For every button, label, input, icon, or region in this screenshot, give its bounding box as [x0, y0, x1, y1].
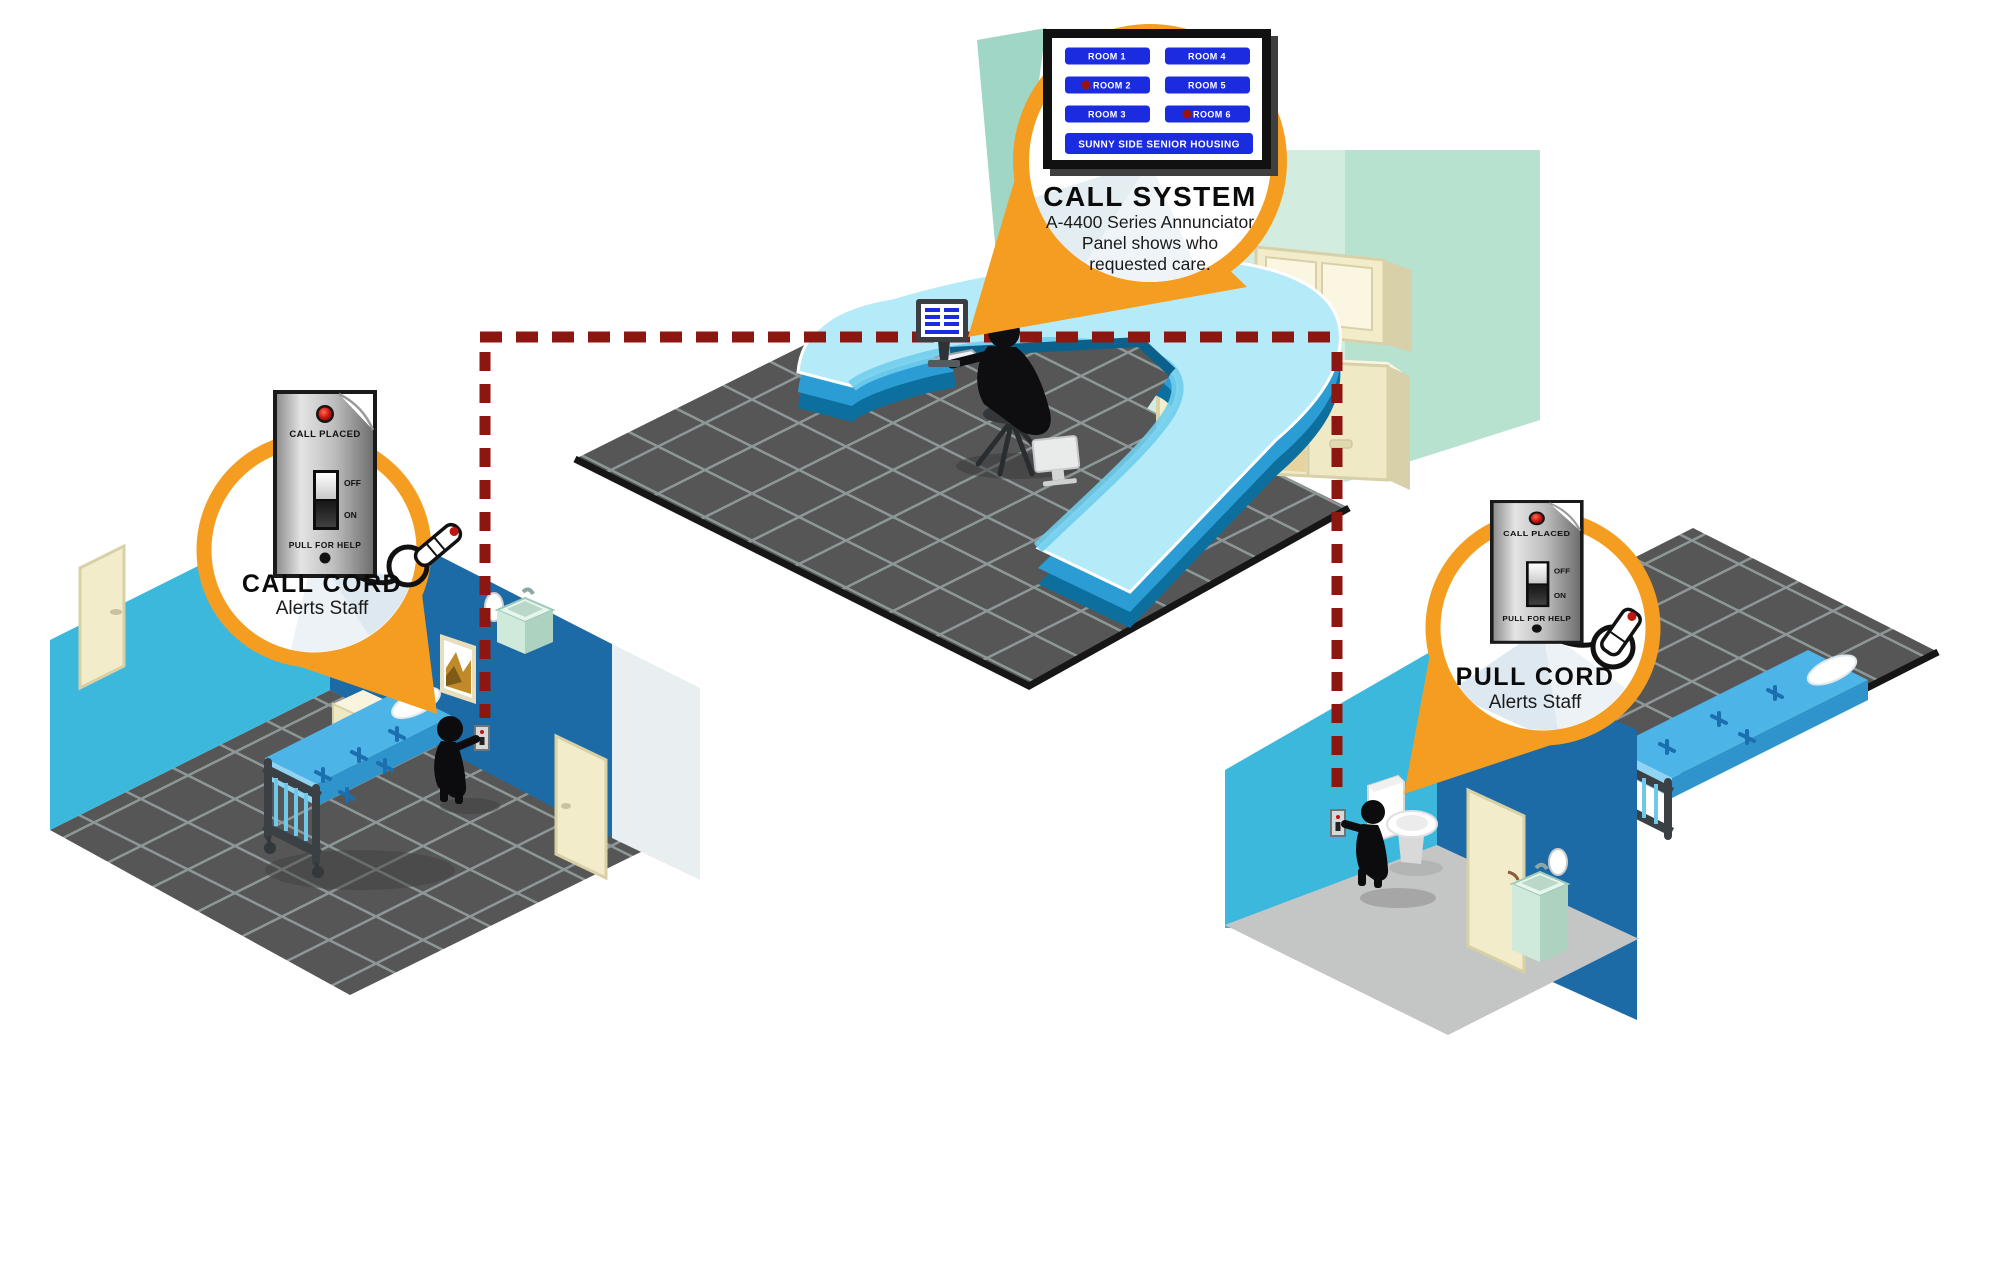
- call-cord-title: CALL CORD: [242, 570, 402, 598]
- room-5-button: [1165, 76, 1250, 94]
- cord-handle: [1600, 607, 1642, 657]
- call-cord-subtitle: Alerts Staff: [276, 598, 369, 619]
- person-shadow: [1360, 888, 1436, 908]
- reception-workstation: [916, 299, 1081, 487]
- room-4-label: ROOM 4: [1188, 52, 1226, 62]
- pull-station-led: [1336, 815, 1340, 819]
- pull-cord-callout: CALL PLACED OFF ON PULL FOR HELP PULL CO…: [1425, 500, 1661, 746]
- toilet: [1367, 774, 1443, 876]
- door-handle: [1507, 870, 1520, 881]
- room-2-label: ROOM 2: [1093, 81, 1131, 91]
- call-indicator-room-6: [1182, 109, 1192, 119]
- person-arm: [451, 735, 480, 752]
- wall-painting: [440, 634, 476, 704]
- toggle-switch: [1526, 561, 1550, 608]
- call-system-title: CALL SYSTEM: [1043, 181, 1257, 212]
- pull-for-help-label: PULL FOR HELP: [289, 540, 362, 550]
- floor-trim: [573, 455, 1351, 690]
- bedroom-door-right: [554, 733, 608, 881]
- cord-handle: [413, 522, 463, 568]
- room-4-button: [1165, 47, 1250, 65]
- toggle-switch: [313, 470, 339, 530]
- bathroom-person: [1341, 800, 1436, 908]
- call-system-line3: requested care.: [1089, 254, 1211, 274]
- bathroom-door: [1466, 787, 1526, 975]
- call-system-line2: Panel shows who: [1082, 233, 1218, 253]
- plate-corner-curl: [339, 394, 373, 430]
- person-head: [1361, 800, 1385, 824]
- blanket-stitches: [314, 726, 406, 803]
- room-1-label: ROOM 1: [1088, 52, 1126, 62]
- room-1-button: [1065, 47, 1150, 65]
- person-shadow: [440, 798, 500, 814]
- mirror: [1548, 848, 1568, 876]
- callout-decoration: [1448, 628, 1642, 730]
- annunciator-panel: ROOM 1 ROOM 2 ROOM 3 ROOM 4 ROOM 5 ROOM …: [1043, 29, 1278, 176]
- door-handle: [110, 609, 122, 615]
- on-label: ON: [344, 510, 357, 520]
- person-arm: [1341, 820, 1370, 834]
- pull-cord-subtitle: Alerts Staff: [1489, 692, 1582, 713]
- call-placed-label: CALL PLACED: [1503, 529, 1570, 538]
- person-head: [437, 716, 463, 742]
- signal-path: [479, 331, 1343, 800]
- call-placed-led: [318, 407, 332, 421]
- call-placed-led: [1530, 513, 1543, 524]
- pull-station-led: [480, 730, 484, 734]
- wall-sink: [494, 587, 556, 654]
- bathroom-sink: [1509, 862, 1571, 962]
- resident-person: [434, 716, 500, 814]
- bedroom-floor: [50, 690, 645, 995]
- room-3-button: [1065, 105, 1150, 123]
- on-label: ON: [1554, 592, 1566, 600]
- room-3-label: ROOM 3: [1088, 110, 1126, 120]
- call-indicator-room-2: [1081, 80, 1091, 90]
- facility-label: SUNNY SIDE SENIOR HOUSING: [1078, 140, 1240, 151]
- call-system-line1: A-4400 Series Annunciator: [1046, 212, 1254, 232]
- room-6-label: ROOM 6: [1193, 110, 1231, 120]
- bedroom-door-left: [78, 543, 126, 691]
- off-label: OFF: [1554, 567, 1571, 575]
- pull-for-help-label: PULL FOR HELP: [1502, 614, 1571, 622]
- hospital-bed: [261, 686, 455, 890]
- desk-monitor: [916, 299, 968, 367]
- call-placed-label: CALL PLACED: [289, 429, 360, 440]
- monitor-screen-content: [925, 308, 959, 334]
- pull-station-switch: [1335, 822, 1341, 831]
- bed-shadow: [265, 850, 455, 890]
- bedroom-side-panel: [612, 644, 700, 880]
- call-cord-callout: CALL PLACED OFF ON PULL FOR HELP CALL CO…: [196, 390, 463, 668]
- pull-station-plate: CALL PLACED OFF ON PULL FOR HELP: [1490, 500, 1584, 644]
- door-handle: [561, 803, 571, 809]
- panel-room-buttons: ROOM 1 ROOM 2 ROOM 3 ROOM 4 ROOM 5 ROOM …: [1065, 47, 1250, 123]
- pull-station-plate: CALL PLACED OFF ON PULL FOR HELP: [273, 390, 377, 578]
- facility-bar: [1065, 133, 1253, 154]
- desk-laptop: [1031, 435, 1081, 487]
- off-label: OFF: [344, 478, 361, 488]
- room-5-label: ROOM 5: [1188, 81, 1226, 91]
- pull-cord-title: PULL CORD: [1456, 663, 1615, 691]
- pull-station-switch: [479, 737, 485, 745]
- call-system-callout: CALL SYSTEM A-4400 Series Annunciator Pa…: [1013, 24, 1287, 298]
